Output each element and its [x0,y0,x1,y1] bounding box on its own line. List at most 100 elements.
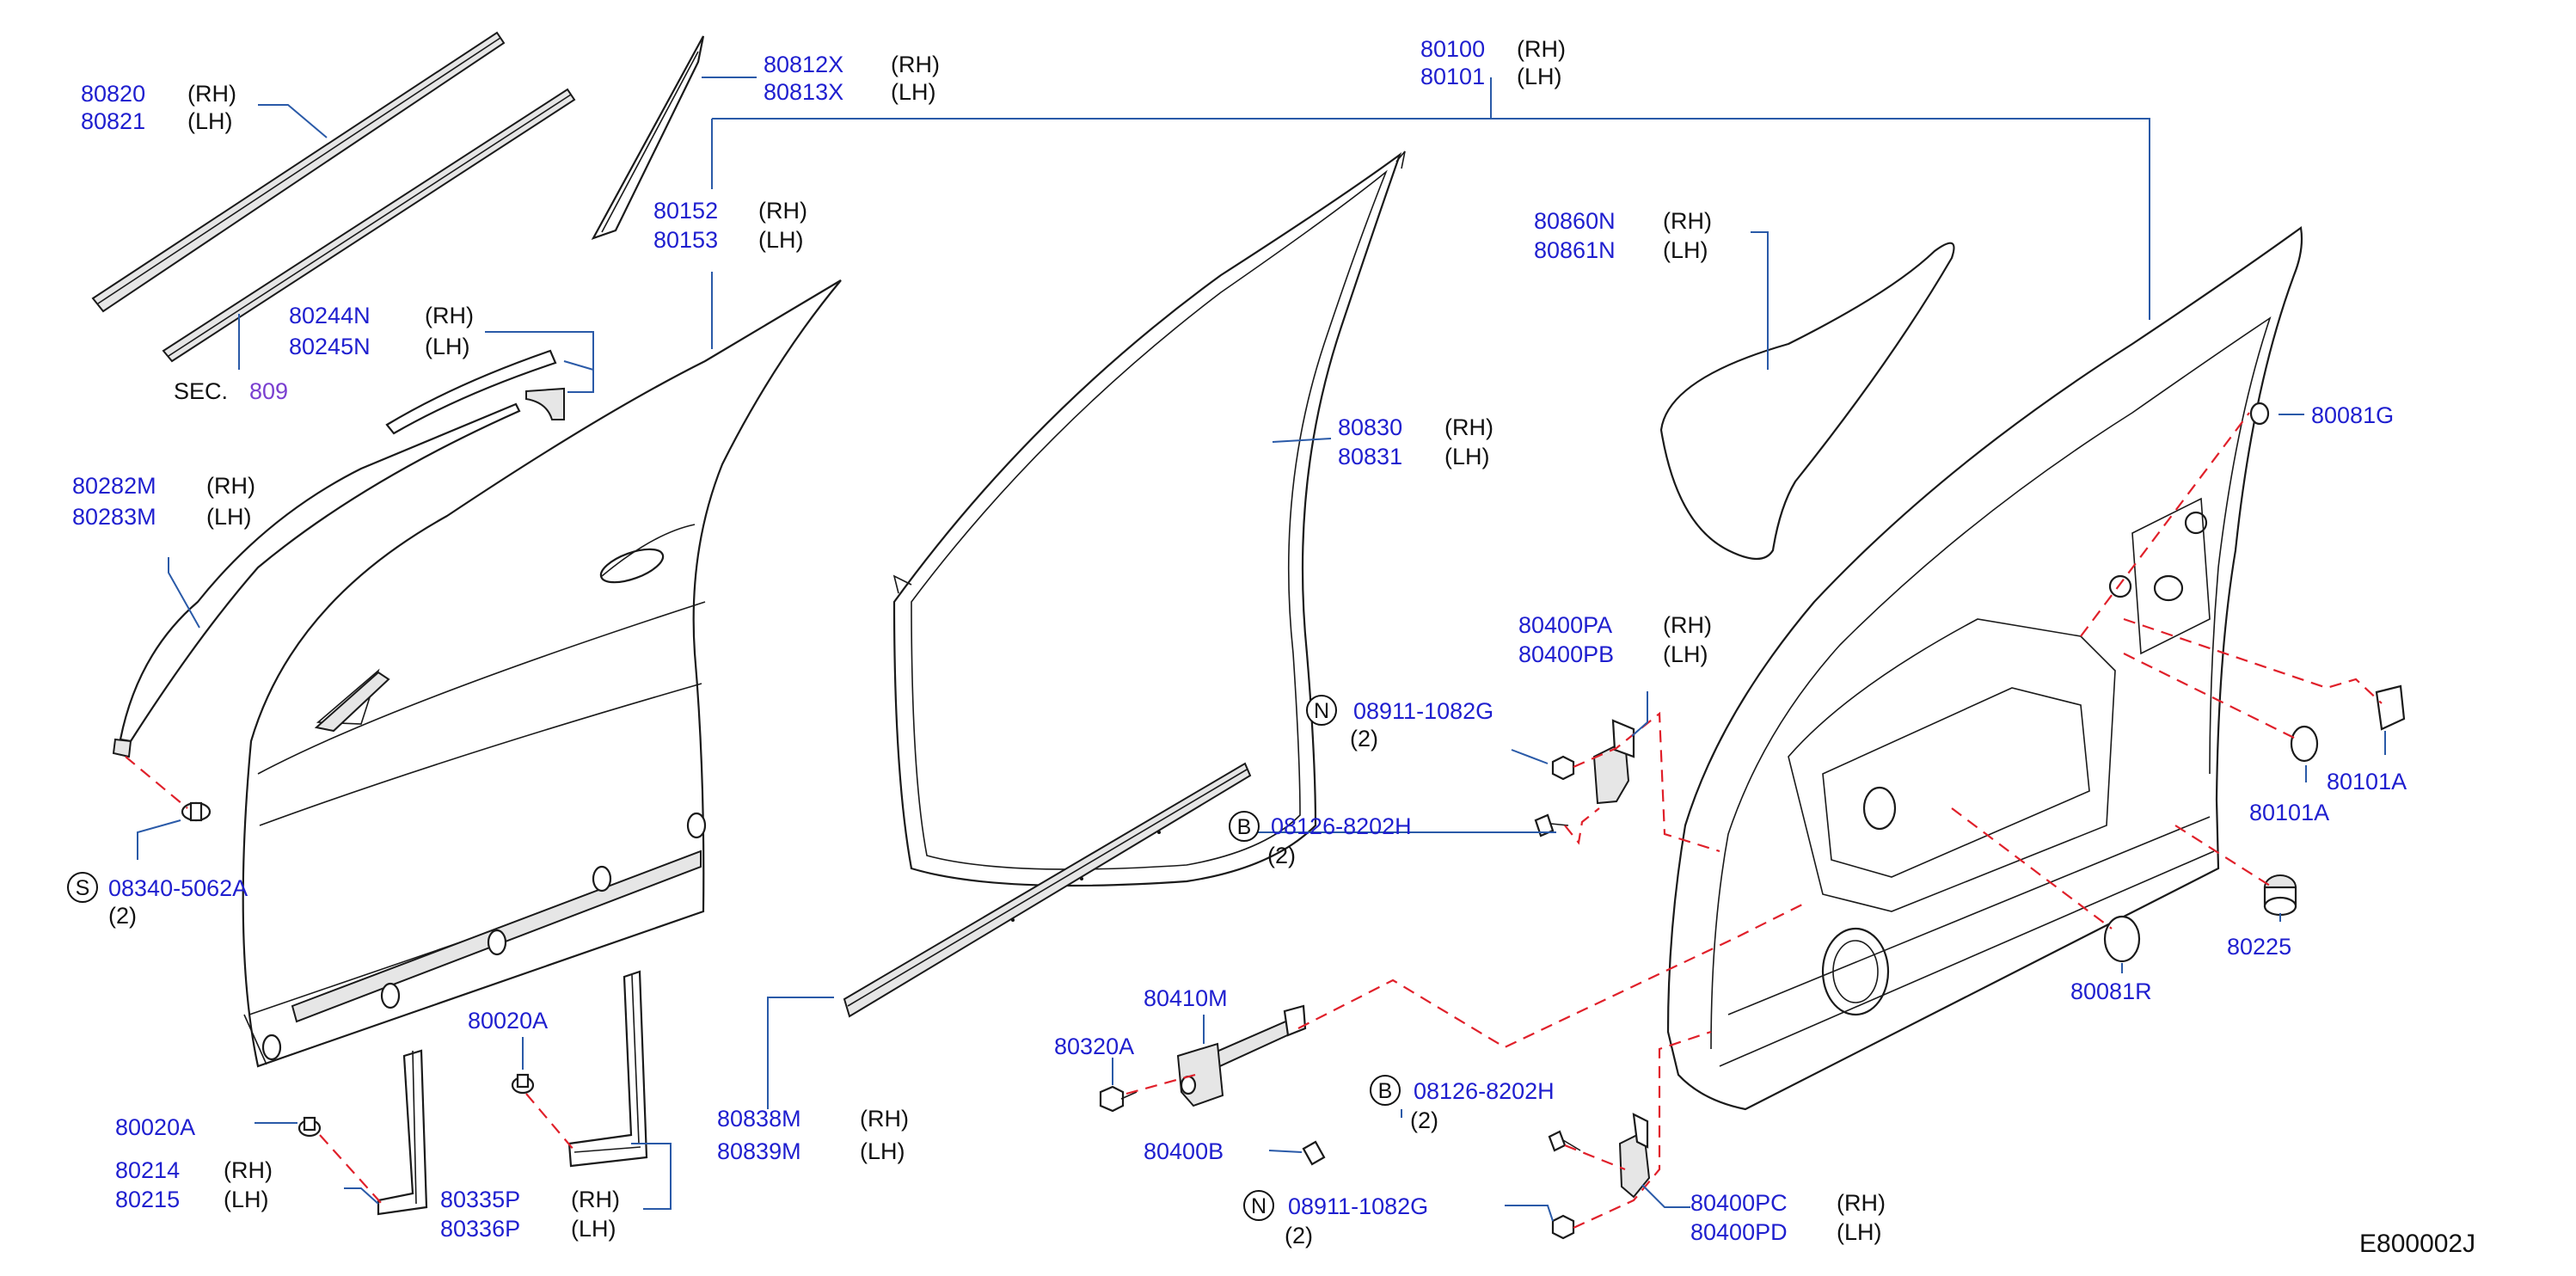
svg-text:(RH): (RH) [1663,208,1712,234]
part-number-80214[interactable]: 80214 [115,1157,180,1183]
part-number-80101a-square[interactable]: 80101A [2327,769,2407,794]
part-number-80400pa[interactable]: 80400PA [1518,612,1612,638]
beltline-molding-outer-drawing [91,31,576,363]
badge-b-lower: B [1370,1075,1401,1106]
part-number-80244n[interactable]: 80244N [289,303,371,328]
svg-text:(RH): (RH) [206,473,255,499]
dashed-assembly-guides [125,412,2383,1230]
part-number-80152[interactable]: 80152 [653,198,718,224]
part-number-80101a-round[interactable]: 80101A [2249,800,2329,825]
section-ref-link[interactable]: 809 [249,378,288,404]
part-number-80020a-upper[interactable]: 80020A [468,1008,548,1034]
svg-text:(RH): (RH) [1837,1190,1886,1216]
hinge-bolt-80400b-drawing [1302,1140,1326,1166]
svg-text:(2): (2) [1350,726,1378,751]
part-labels[interactable]: 80820 (RH) 80821 (LH) 80812X (RH) 80813X… [72,36,2475,1258]
svg-text:N: N [1314,699,1329,723]
part-number-08126-8202h-upper[interactable]: 08126-8202H [1271,813,1412,839]
part-number-80861n[interactable]: 80861N [1534,237,1616,263]
svg-text:(LH): (LH) [224,1187,269,1212]
part-number-80101[interactable]: 80101 [1420,64,1485,89]
part-number-80100[interactable]: 80100 [1420,36,1485,62]
svg-text:(2): (2) [1267,843,1296,868]
drip-molding-drawing [112,402,521,758]
lower-hinge-drawing [1618,1113,1651,1199]
svg-text:(LH): (LH) [1517,64,1562,89]
part-number-80081g[interactable]: 80081G [2311,402,2394,428]
badge-b-upper: B [1229,811,1260,842]
hinge-fasteners-drawing [1534,755,1581,1240]
svg-text:(LH): (LH) [425,334,470,359]
leader-lines [137,77,2386,1222]
door-outer-panel-drawing [242,279,842,1068]
svg-text:(LH): (LH) [1444,444,1490,469]
part-number-08911-1082g-upper[interactable]: 08911-1082G [1353,698,1493,724]
svg-text:(RH): (RH) [571,1187,620,1212]
part-number-80400pc[interactable]: 80400PC [1690,1190,1788,1216]
svg-text:(RH): (RH) [891,52,940,77]
part-number-08126-8202h-lower[interactable]: 08126-8202H [1414,1078,1555,1104]
clip-80020a-lower-drawing [297,1116,322,1138]
corner-finisher-drawing [385,349,565,435]
door-glass-drawing [1659,242,1955,561]
svg-text:(RH): (RH) [224,1157,273,1183]
part-number-80400b[interactable]: 80400B [1144,1138,1224,1164]
part-number-80020a-lower[interactable]: 80020A [115,1114,195,1140]
svg-text:(LH): (LH) [1663,641,1708,667]
part-number-08340-5062a[interactable]: 08340-5062A [108,875,248,901]
part-number-08911-1082g-lower[interactable]: 08911-1082G [1288,1193,1428,1219]
part-number-80081r[interactable]: 80081R [2070,978,2152,1004]
svg-text:(LH): (LH) [758,227,804,253]
part-number-80839m[interactable]: 80839M [717,1138,801,1164]
part-number-80153[interactable]: 80153 [653,227,718,253]
svg-text:(LH): (LH) [206,504,252,530]
part-number-80245n[interactable]: 80245N [289,334,371,359]
svg-text:(RH): (RH) [425,303,474,328]
part-number-80400pb[interactable]: 80400PB [1518,641,1614,667]
svg-text:(2): (2) [1285,1223,1313,1248]
clip-80020a-upper-drawing [511,1073,535,1095]
part-number-80225[interactable]: 80225 [2227,934,2291,960]
part-number-80400pd[interactable]: 80400PD [1690,1219,1788,1245]
badge-s: S [67,872,98,903]
door-check-link-drawing [1176,1004,1307,1107]
part-number-80860n[interactable]: 80860N [1534,208,1616,234]
plug-80101a-round-drawing [2290,725,2319,763]
part-number-80320a[interactable]: 80320A [1054,1034,1134,1059]
door-weatherstrip-drawing [892,150,1406,887]
part-number-80335p[interactable]: 80335P [440,1187,520,1212]
sill-molding-drawing [843,762,1252,1018]
door-frame-assembly-drawing [1666,226,2303,1111]
part-number-80830[interactable]: 80830 [1338,414,1402,440]
part-number-80831[interactable]: 80831 [1338,444,1402,469]
svg-text:(RH): (RH) [1444,414,1493,440]
svg-text:(LH): (LH) [571,1216,616,1242]
svg-text:N: N [1251,1194,1267,1218]
svg-text:(LH): (LH) [891,79,936,105]
seal-80335p-drawing [567,970,648,1168]
part-number-80821[interactable]: 80821 [81,108,145,134]
part-number-80812x[interactable]: 80812X [764,52,843,77]
part-number-80813x[interactable]: 80813X [764,79,843,105]
svg-text:(LH): (LH) [1663,237,1708,263]
part-number-80410m[interactable]: 80410M [1144,985,1228,1011]
part-number-80282m[interactable]: 80282M [72,473,156,499]
part-number-80820[interactable]: 80820 [81,81,145,107]
part-number-80215[interactable]: 80215 [115,1187,180,1212]
plug-80081r-drawing [2103,915,2141,963]
svg-text:(2): (2) [108,903,137,929]
svg-text:(RH): (RH) [187,81,236,107]
check-link-bolt-drawing [1099,1085,1138,1113]
svg-text:(RH): (RH) [1663,612,1712,638]
upper-hinge-drawing [1592,719,1635,805]
part-number-80283m[interactable]: 80283M [72,504,156,530]
svg-text:(RH): (RH) [860,1106,909,1132]
seal-80214-drawing [377,1049,428,1216]
part-number-80838m[interactable]: 80838M [717,1106,801,1132]
svg-text:B: B [1378,1079,1393,1103]
part-number-80336p[interactable]: 80336P [440,1216,520,1242]
badge-n-upper: N [1306,695,1337,726]
sash-trim-drawing [591,35,705,240]
svg-text:B: B [1237,815,1252,839]
